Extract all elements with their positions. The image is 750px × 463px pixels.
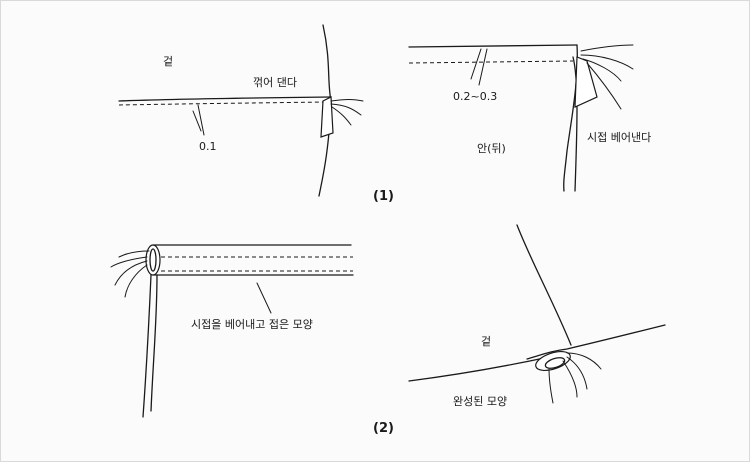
label-outer-bottom: 겉 — [481, 335, 492, 348]
label-outer-top: 겉 — [163, 55, 174, 68]
figure-fold-once — [118, 24, 364, 197]
figure-rolled-hem — [110, 244, 354, 418]
label-margin-range: 0.2~0.3 — [453, 90, 498, 103]
label-step-2: (2) — [373, 421, 394, 436]
label-margin-small: 0.1 — [199, 140, 217, 153]
figure-trim-seam — [408, 44, 634, 192]
figure-finished — [408, 224, 666, 404]
label-step-1: (1) — [373, 189, 394, 204]
label-finished-shape: 완성된 모양 — [453, 395, 508, 408]
label-trim-seam: 시접 베어낸다 — [587, 131, 652, 144]
label-inside-back: 안(뒤) — [477, 142, 506, 155]
label-fold-once: 꺾어 댄다 — [253, 76, 297, 89]
label-trim-fold-shape: 시접을 베어내고 접은 모양 — [191, 318, 313, 331]
